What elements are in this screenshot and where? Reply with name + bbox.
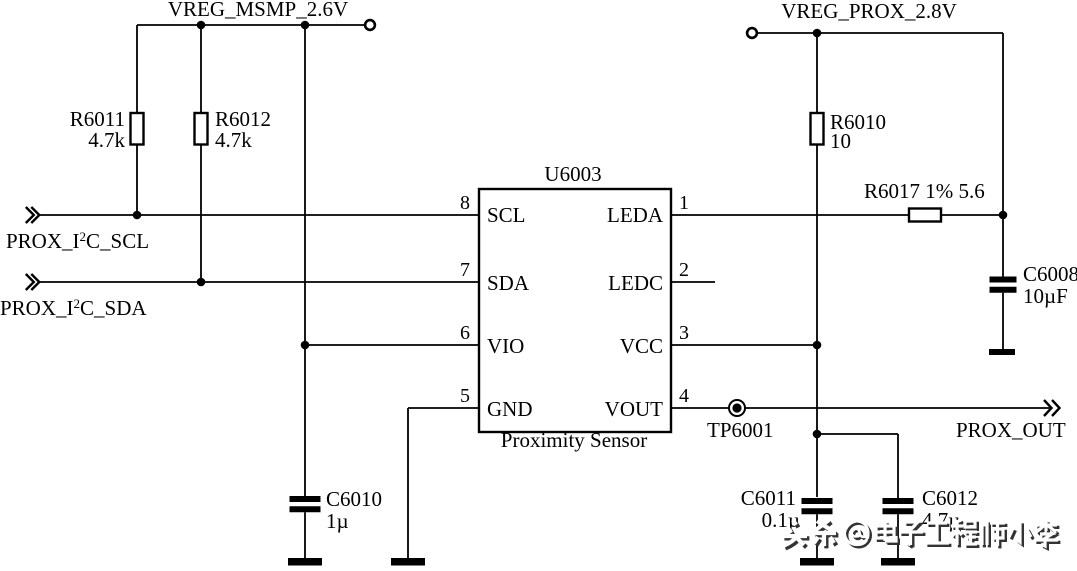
svg-text:PROX_I2C_SCL: PROX_I2C_SCL [6,229,149,253]
svg-text:Proximity Sensor: Proximity Sensor [501,428,647,452]
svg-text:10: 10 [830,129,851,153]
svg-text:1µ: 1µ [326,509,349,533]
svg-text:6: 6 [460,322,470,344]
svg-text:10µF: 10µF [1023,284,1068,308]
svg-text:U6003: U6003 [544,162,601,186]
svg-text:C6012: C6012 [922,486,978,510]
svg-text:PROX_OUT: PROX_OUT [956,418,1066,442]
svg-text:VCC: VCC [620,334,663,358]
svg-text:4.7k: 4.7k [215,128,252,152]
svg-text:4: 4 [679,385,689,407]
svg-text:8: 8 [460,192,470,214]
svg-text:1: 1 [679,192,689,214]
svg-text:VREG_PROX_2.8V: VREG_PROX_2.8V [781,0,957,23]
svg-text:R6010: R6010 [830,110,886,134]
svg-text:VIO: VIO [487,334,524,358]
svg-text:7: 7 [460,259,470,281]
svg-text:TP6001: TP6001 [707,418,774,442]
svg-text:2: 2 [679,259,689,281]
svg-text:C6008: C6008 [1023,262,1077,286]
svg-text:3: 3 [679,322,689,344]
svg-text:R6017 1% 5.6: R6017 1% 5.6 [864,179,985,203]
svg-text:5: 5 [460,385,470,407]
svg-text:C6011: C6011 [741,486,796,510]
svg-text:LEDA: LEDA [607,203,664,227]
svg-text:LEDC: LEDC [608,271,663,295]
svg-text:VREG_MSMP_2.6V: VREG_MSMP_2.6V [168,0,348,21]
svg-text:GND: GND [487,397,533,421]
svg-text:R6012: R6012 [215,107,271,131]
svg-text:R6011: R6011 [70,107,125,131]
svg-text:4.7k: 4.7k [88,128,125,152]
svg-text:SDA: SDA [487,271,530,295]
svg-text:SCL: SCL [487,203,526,227]
svg-text:VOUT: VOUT [605,397,663,421]
svg-text:C6010: C6010 [326,487,382,511]
